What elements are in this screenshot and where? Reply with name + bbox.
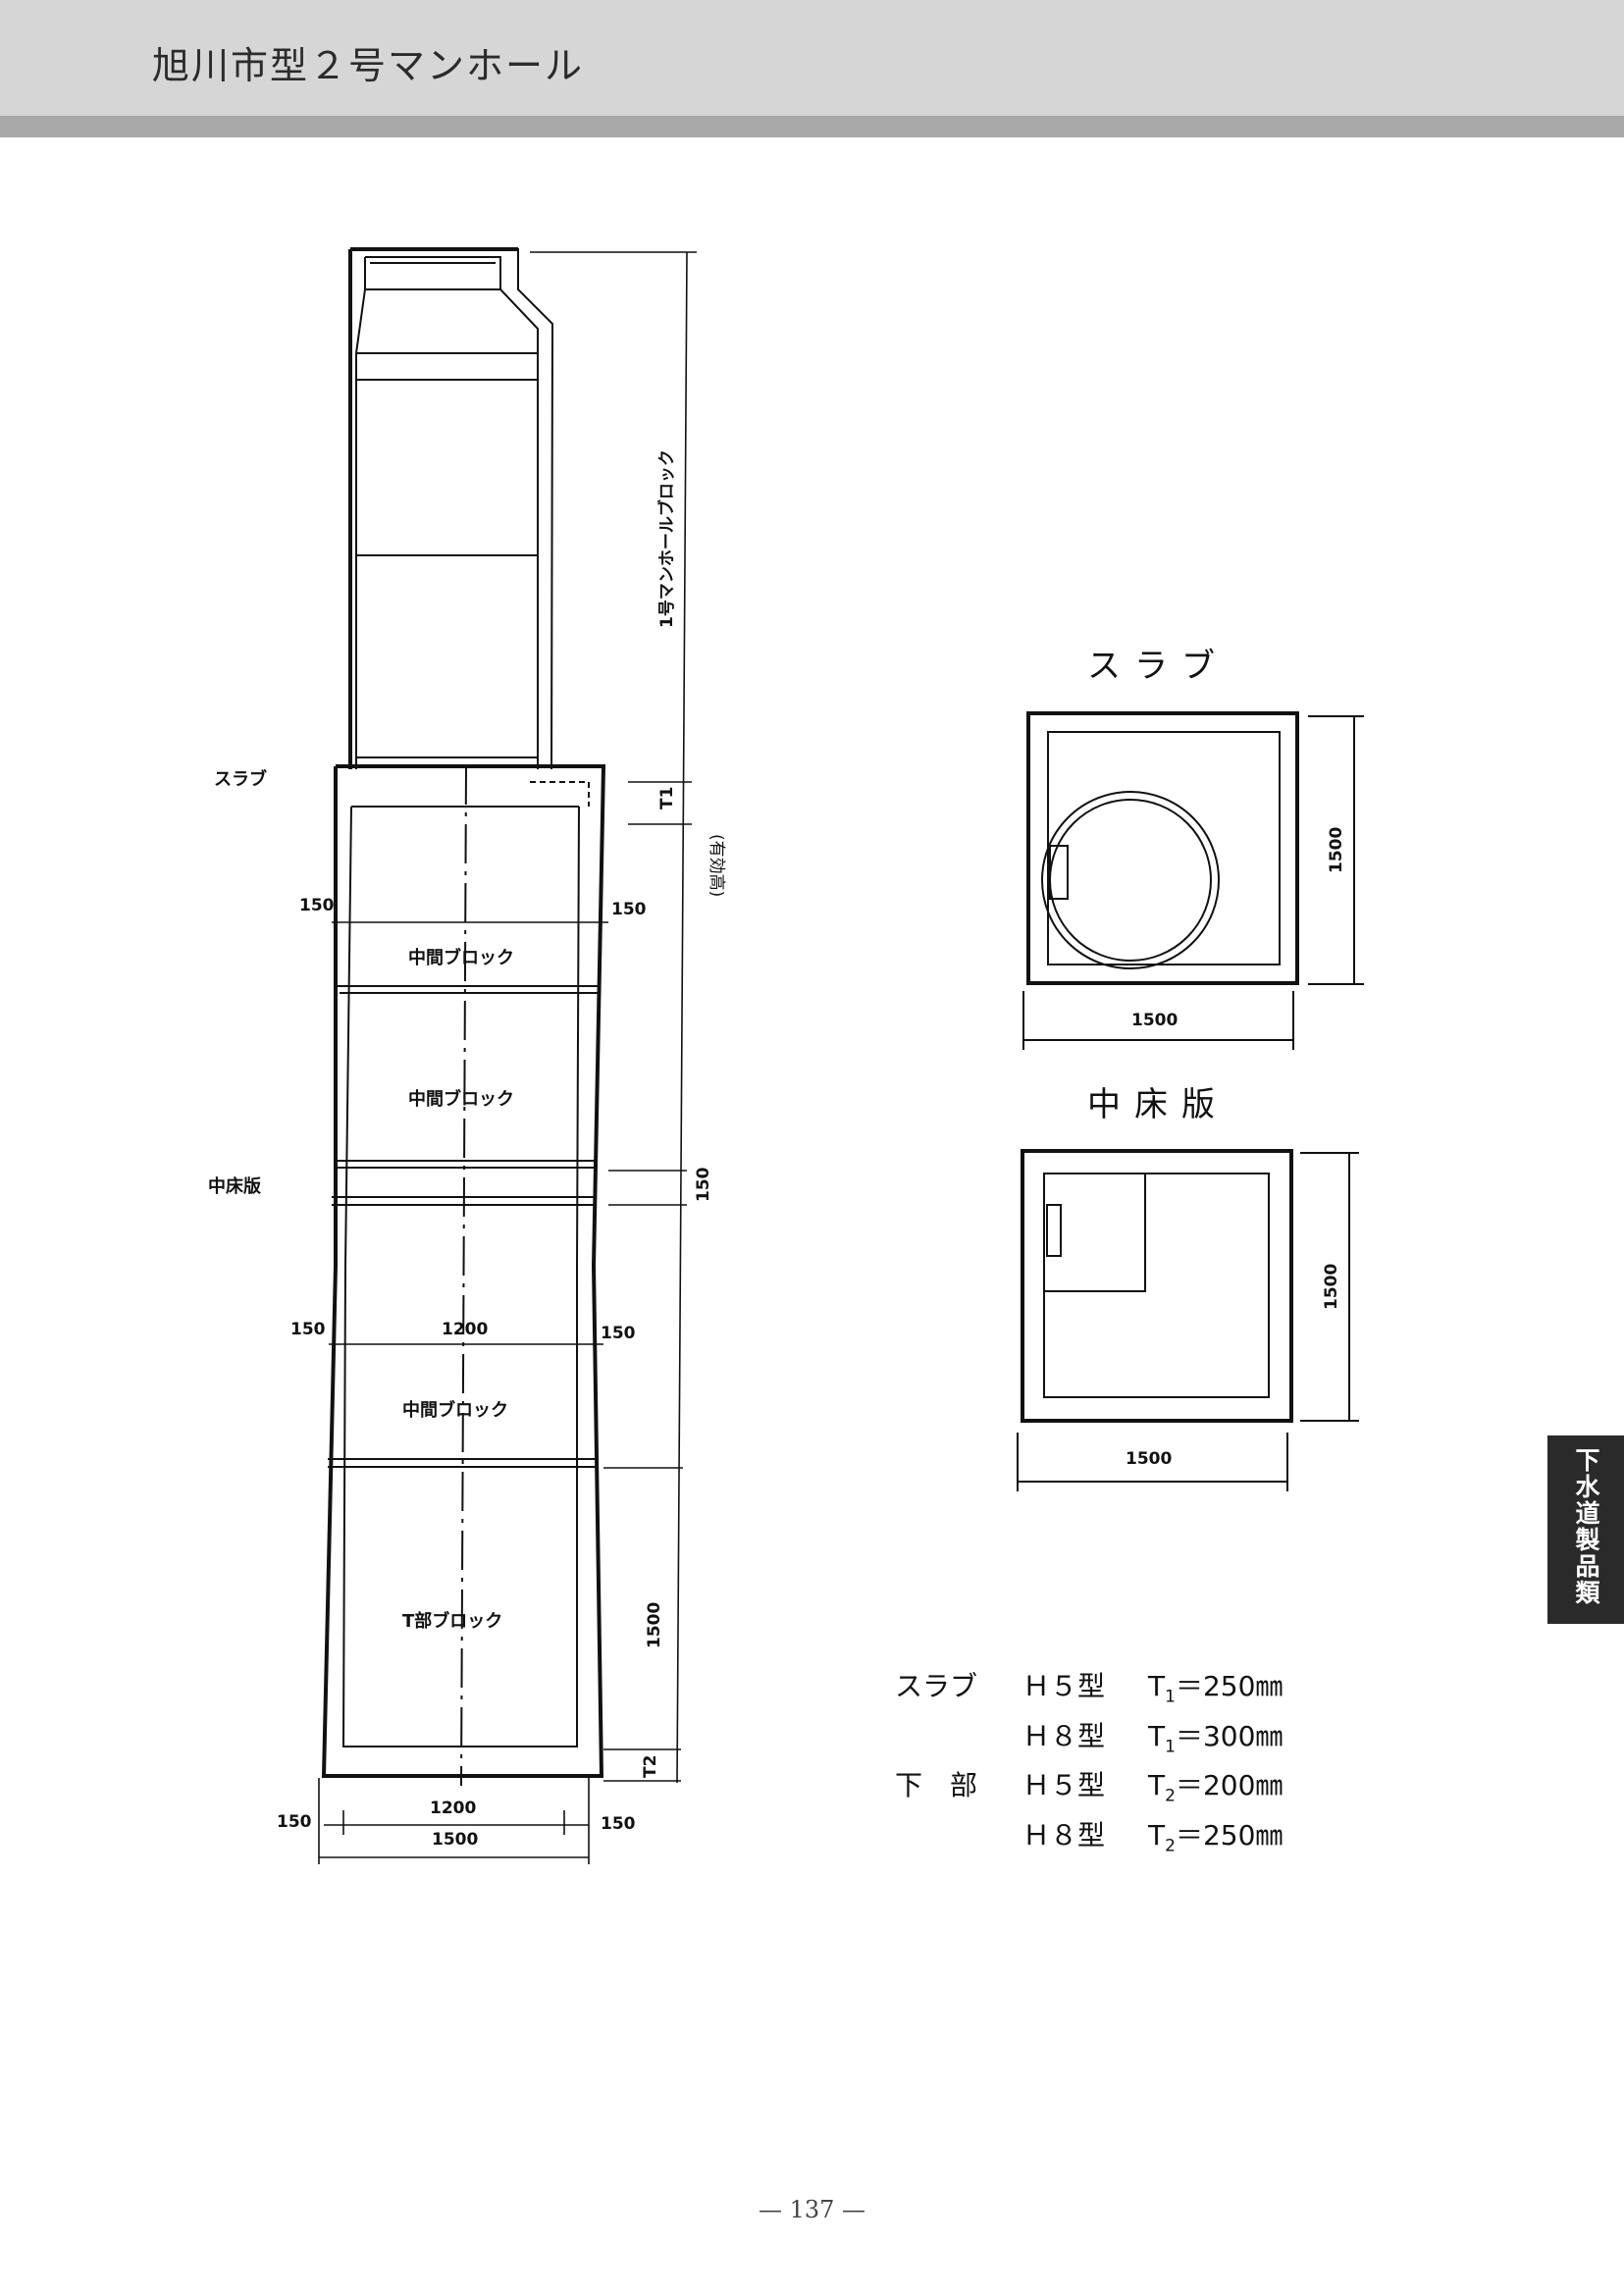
mid-left-dim: 150 xyxy=(290,1320,326,1339)
bottom-height-dim: 1500 xyxy=(645,1602,664,1648)
plan-slab-width-dim: 1500 xyxy=(1131,1011,1178,1030)
plan-slab-outline xyxy=(1022,711,1364,1050)
effective-height-label: (有効高) xyxy=(707,834,726,897)
header-bar xyxy=(0,116,1624,137)
spec-value: T2＝250㎜ xyxy=(1148,1819,1283,1856)
spec-type: Ｈ８型 xyxy=(1022,1819,1106,1852)
block-label: 中間ブロック xyxy=(408,947,514,968)
upper-left-dim: 150 xyxy=(299,896,335,915)
spec-value: T1＝300㎜ xyxy=(1148,1720,1283,1757)
manhole-body-outline xyxy=(321,764,606,1787)
side-tab[interactable]: 下水道製品類 xyxy=(1547,1435,1624,1624)
bottom-outer-dim: 1500 xyxy=(432,1830,478,1850)
mid-center-dim: 1200 xyxy=(442,1320,488,1339)
t2-dim-label: T2 xyxy=(641,1755,660,1778)
upper-right-dim: 150 xyxy=(611,900,647,919)
elevation-dimension-lines xyxy=(318,251,697,1864)
bottom-left-dim: 150 xyxy=(277,1812,312,1832)
spec-type: Ｈ５型 xyxy=(1022,1769,1106,1801)
spec-value: T2＝200㎜ xyxy=(1148,1769,1283,1806)
top-block-dim-label: 1号マンホールブロック xyxy=(656,449,677,628)
spec-value: T1＝250㎜ xyxy=(1148,1670,1283,1707)
top-block-outline xyxy=(348,247,554,770)
page-title: 旭川市型２号マンホール xyxy=(152,44,585,87)
block-label: T部ブロック xyxy=(402,1610,502,1632)
block-label: 中間ブロック xyxy=(402,1399,508,1421)
mid-right-dim: 150 xyxy=(601,1324,636,1343)
plan-floor-depth-dim: 1500 xyxy=(1322,1264,1341,1310)
plan-slab-title: スラブ xyxy=(1087,647,1229,686)
spec-type: Ｈ５型 xyxy=(1022,1670,1106,1702)
spec-part: スラブ xyxy=(895,1670,978,1702)
plan-floor-width-dim: 1500 xyxy=(1126,1449,1172,1469)
floor-thickness-dim: 150 xyxy=(694,1167,713,1202)
page-header xyxy=(0,0,1624,116)
plan-floor-outline xyxy=(1017,1149,1359,1491)
plan-floor-title: 中床版 xyxy=(1087,1085,1229,1124)
side-tab-label: 下水道製品類 xyxy=(1572,1447,1600,1606)
block-label: 中間ブロック xyxy=(408,1088,514,1110)
spec-type: Ｈ８型 xyxy=(1022,1720,1106,1752)
middle-floor-label: 中床版 xyxy=(208,1175,261,1197)
spec-part: 下 部 xyxy=(895,1769,978,1801)
bottom-inner-dim: 1200 xyxy=(430,1799,476,1818)
slab-label: スラブ xyxy=(214,768,267,790)
bottom-right-dim: 150 xyxy=(601,1814,636,1834)
plan-slab-depth-dim: 1500 xyxy=(1327,827,1346,873)
page-number: — 137 — xyxy=(758,2196,866,2223)
t1-dim-label: T1 xyxy=(657,787,677,809)
